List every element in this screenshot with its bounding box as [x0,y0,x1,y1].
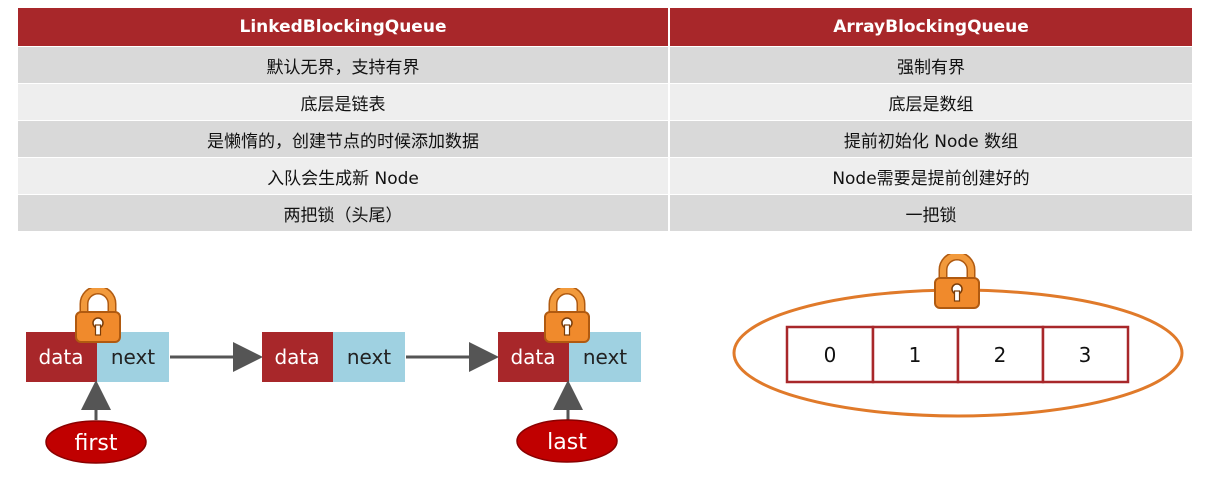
header-linked-blocking-queue: LinkedBlockingQueue [18,8,668,46]
array-cell-1 [871,325,960,384]
first-pointer-bubble [45,420,147,464]
last-pointer-bubble [516,419,618,463]
comparison-table: LinkedBlockingQueue ArrayBlockingQueue 默… [18,8,1192,231]
table-cell-array-row3: 提前初始化 Node 数组 [670,121,1192,157]
table-cell-array-row2: 底层是数组 [670,84,1192,120]
node-2-data-label: data [274,345,319,369]
array-cells: 0 1 2 3 [785,325,1130,384]
header-array-blocking-queue: ArrayBlockingQueue [670,8,1192,46]
table-cell-linked-row2: 底层是链表 [18,84,668,120]
array-cell-3 [1041,325,1130,384]
node-1-next-label: next [111,345,155,369]
array-cell-0-label: 0 [824,343,837,367]
table-cell-linked-row1: 默认无界，支持有界 [18,47,668,83]
node-1-data-label: data [38,345,83,369]
array-cell-2-label: 2 [994,343,1007,367]
array-cell-1-label: 1 [909,343,922,367]
table-cell-array-row1: 强制有界 [670,47,1192,83]
table-cell-linked-row5: 两把锁（头尾） [18,195,668,231]
node-3-data-label: data [510,345,555,369]
tail-lock-icon [545,290,589,342]
list-node-2: data next [262,332,405,382]
first-pointer-label: first [75,431,118,456]
table-cell-linked-row4: 入队会生成新 Node [18,158,668,194]
table-cell-array-row5: 一把锁 [670,195,1192,231]
array-cell-0 [785,325,875,384]
node-2-next-cell [333,332,405,382]
node-2-data-cell [262,332,333,382]
table-cell-linked-row3: 是懒惰的，创建节点的时候添加数据 [18,121,668,157]
node-3-next-label: next [583,345,627,369]
last-pointer-label: last [547,430,587,455]
array-lock-icon [935,256,979,308]
head-lock-icon [76,290,120,342]
array-cell-3-label: 3 [1079,343,1092,367]
table-cell-array-row4: Node需要是提前创建好的 [670,158,1192,194]
node-2-next-label: next [347,345,391,369]
